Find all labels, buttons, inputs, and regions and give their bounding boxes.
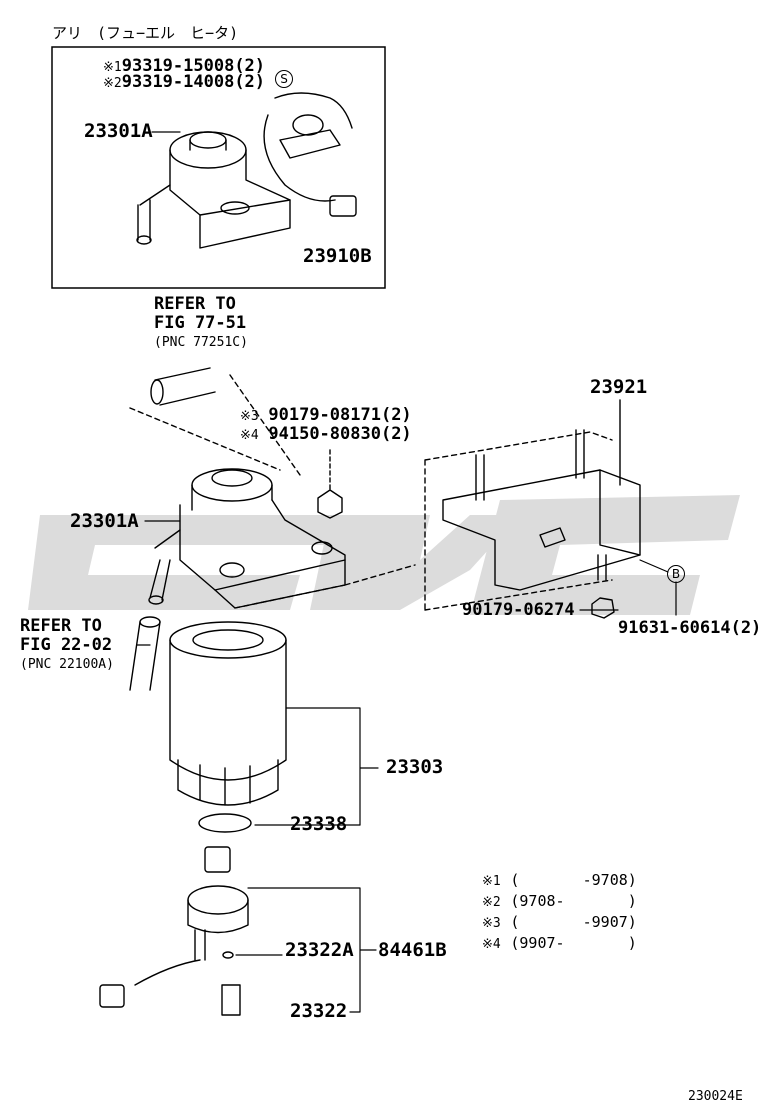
part-90179-06274: 90179-06274 xyxy=(462,600,575,620)
legend-1-mark: ※1 xyxy=(482,874,501,889)
o-ring-23338 xyxy=(198,813,252,833)
figure-code: 230024E xyxy=(688,1089,743,1104)
part-23322a: 23322A xyxy=(285,939,354,961)
hose-top xyxy=(129,367,301,476)
inset-part-23301a: 23301A xyxy=(84,120,153,142)
bolt-note-2-text: 94150-80830(2) xyxy=(268,424,412,444)
inset-filter-head xyxy=(136,131,291,249)
inset-note-2-mark: ※2 xyxy=(103,76,122,91)
legend-row-4: ※4 (9907- ) xyxy=(482,934,637,952)
legend-row-2: ※2 (9708- ) xyxy=(482,892,637,910)
legend-2-mark: ※2 xyxy=(482,895,501,910)
legend-2-text: (9708- ) xyxy=(510,892,637,910)
part-91631-60614: 91631-60614(2) xyxy=(618,618,760,638)
inset-note-2-text: 93319-14008(2) xyxy=(121,72,266,92)
refer1-line3: (PNC 77251C) xyxy=(154,335,248,350)
inset-title: アリ (フュ−エル ヒ−タ) xyxy=(52,24,239,42)
legend-row-3: ※3 ( -9907) xyxy=(482,913,637,931)
inset-frame xyxy=(51,46,386,289)
inset-note-1-text: 93319-15008(2) xyxy=(121,56,266,76)
part-23338: 23338 xyxy=(290,813,348,835)
inset-note-2: ※293319-14008(2) xyxy=(103,74,265,91)
refer1-line1: REFER TO xyxy=(154,294,236,314)
legend-row-1: ※1 ( -9708) xyxy=(482,871,637,889)
leader-lines xyxy=(136,131,677,1013)
part-23303: 23303 xyxy=(386,756,444,778)
bolt-note-1-mark: ※3 xyxy=(240,409,259,424)
inset-heater-sensor xyxy=(263,92,357,217)
inset-note-1-mark: ※1 xyxy=(103,60,122,75)
refer2-line2: FIG 22-02 xyxy=(20,635,113,655)
inset-note-1: ※193319-15008(2) xyxy=(103,58,265,75)
bolt-note-1-text: 90179-08171(2) xyxy=(268,405,412,425)
symbol-s-icon: S xyxy=(275,70,293,88)
symbol-b-icon: B xyxy=(667,565,685,583)
legend-1-text: ( -9708) xyxy=(510,871,637,889)
part-84461b: 84461B xyxy=(378,939,447,961)
inset-part-23910b: 23910B xyxy=(303,245,372,267)
main-filter-head xyxy=(148,468,416,609)
legend-4-mark: ※4 xyxy=(482,937,501,952)
refer2-line1: REFER TO xyxy=(20,616,102,636)
bolt-note-2: ※4 94150-80830(2) xyxy=(240,426,412,443)
part-23921: 23921 xyxy=(590,376,648,398)
legend-4-text: (9907- ) xyxy=(510,934,637,952)
part-23322: 23322 xyxy=(290,1000,348,1022)
bolt-part xyxy=(317,449,343,519)
part-23301a: 23301A xyxy=(70,510,139,532)
water-sensor xyxy=(99,846,249,1016)
bolt-note-1: ※3 90179-08171(2) xyxy=(240,407,412,424)
nut-part xyxy=(591,597,615,619)
bracket-23921 xyxy=(424,399,641,611)
filter-body xyxy=(169,621,287,806)
refer1-line2: FIG 77-51 xyxy=(154,313,247,333)
bolt-note-2-mark: ※4 xyxy=(240,428,259,443)
hose-left xyxy=(129,616,161,691)
legend-3-text: ( -9907) xyxy=(510,913,637,931)
refer2-line3: (PNC 22100A) xyxy=(20,657,114,672)
legend-3-mark: ※3 xyxy=(482,916,501,931)
